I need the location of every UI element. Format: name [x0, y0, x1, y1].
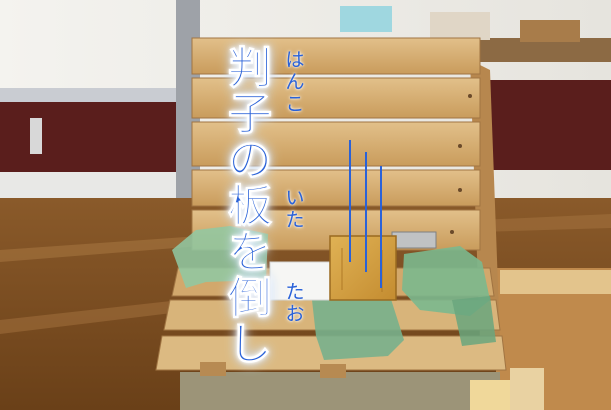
ruby-ita-2: た — [285, 209, 305, 231]
ruby-tao-1: た — [285, 281, 305, 303]
ruby-ita-1: い — [285, 187, 305, 209]
white-card — [269, 261, 333, 301]
right-board-edge — [510, 368, 544, 410]
mat-corner — [470, 380, 510, 410]
window-sill — [0, 88, 190, 102]
green-sheet-left — [172, 226, 268, 288]
tool-on-table — [520, 20, 580, 42]
title-char-1: 判 — [228, 43, 273, 94]
green-sheet-right-lower — [452, 296, 496, 346]
title-char-7: し — [228, 319, 273, 370]
window-dark-panel — [0, 102, 190, 172]
right-dark-panel — [490, 80, 611, 170]
ruby-hanko-2: ん — [285, 71, 305, 93]
floor-mat — [180, 372, 500, 410]
green-sheet-center — [312, 296, 404, 360]
item-on-table — [430, 12, 490, 40]
ruby-hanko-3: こ — [285, 93, 305, 115]
title-char-2: 子 — [228, 89, 273, 140]
door-handle — [30, 118, 42, 154]
hinge — [391, 231, 437, 249]
stamp-block — [329, 235, 397, 301]
title-char-6: 倒 — [228, 273, 273, 324]
title-char-5: を — [228, 227, 273, 278]
title-char-4: 板 — [228, 181, 273, 232]
wall-baseboard — [0, 172, 190, 198]
box-on-table — [340, 6, 392, 32]
ruby-tao-2: お — [285, 303, 305, 325]
ruby-hanko-1: は — [285, 49, 305, 71]
right-board-top — [500, 270, 611, 294]
title-char-3: の — [228, 135, 273, 186]
